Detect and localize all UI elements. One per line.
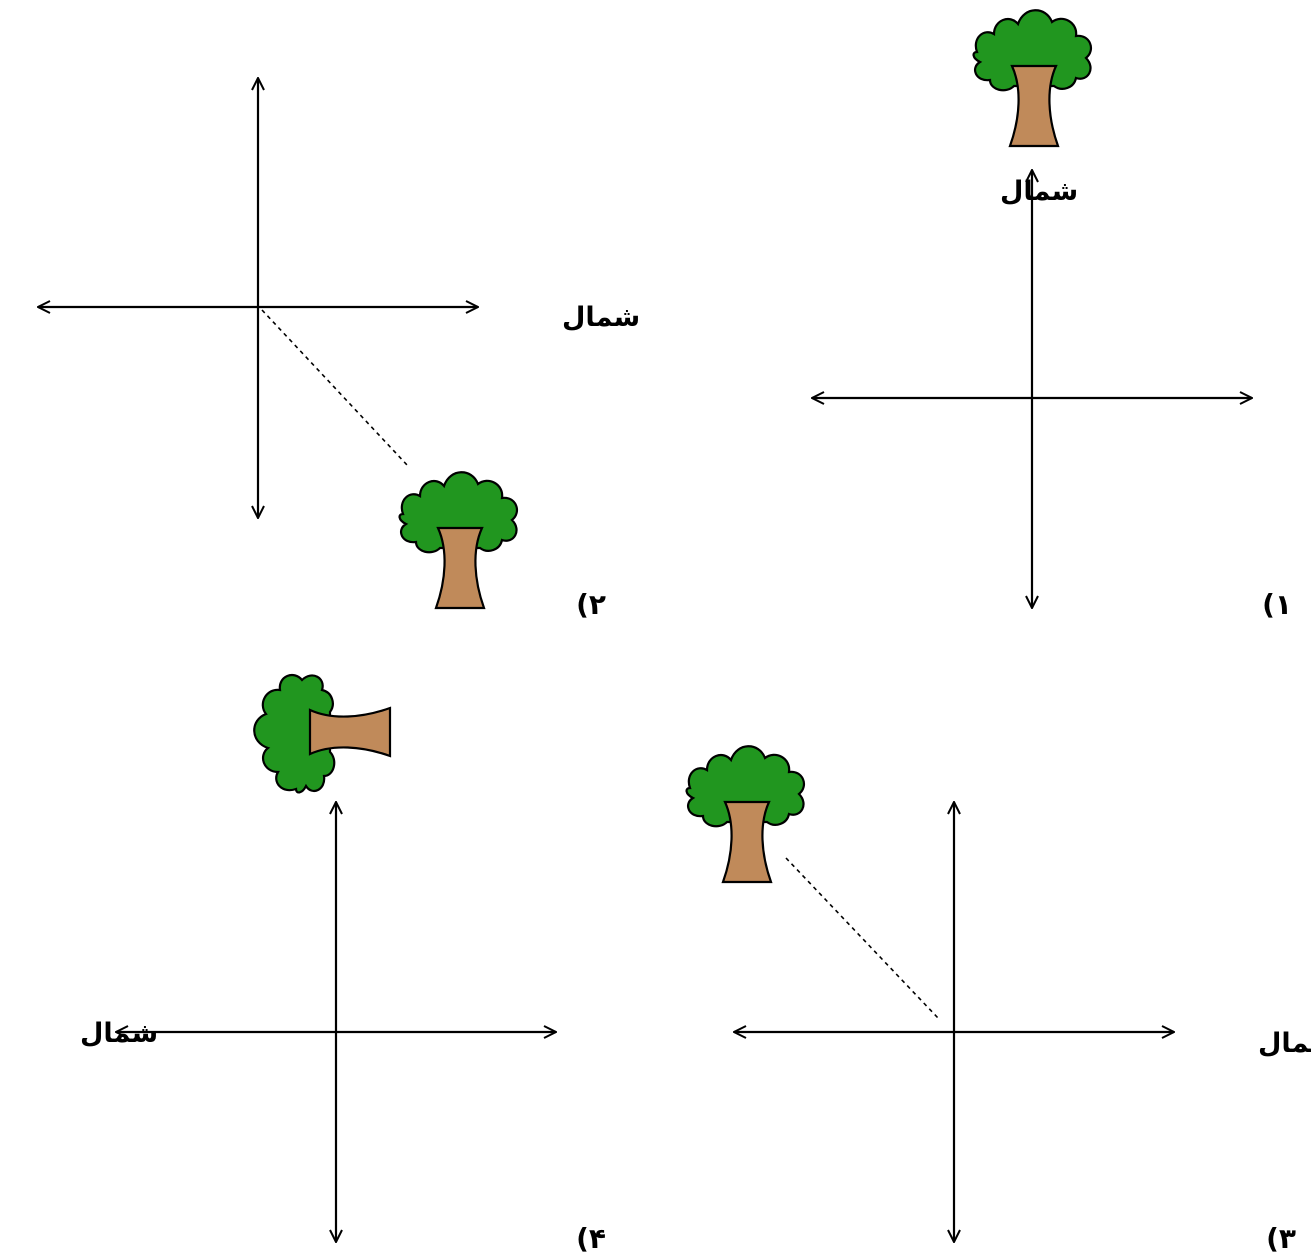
option-2: شمال (۲: [38, 78, 640, 621]
option-4: شمال (۴: [80, 673, 606, 1255]
north-label: شمال: [80, 1018, 158, 1049]
option-number-label: (۱: [1262, 588, 1292, 621]
option-number-label: (۲: [576, 588, 606, 621]
option-3: شمال (۳: [685, 745, 1311, 1255]
tree-icon: [253, 673, 392, 794]
sight-line: [261, 309, 409, 467]
north-label: شمال: [562, 302, 640, 333]
tree-icon: [398, 471, 519, 610]
option-1: شمال (۱: [812, 9, 1292, 621]
north-label: شمال: [1000, 176, 1078, 207]
option-number-label: (۴: [576, 1222, 606, 1255]
option-number-label: (۳: [1266, 1222, 1296, 1255]
sight-line: [785, 857, 939, 1019]
tree-icon: [972, 9, 1093, 148]
north-label: شمال: [1258, 1028, 1311, 1059]
tree-icon: [685, 745, 806, 884]
